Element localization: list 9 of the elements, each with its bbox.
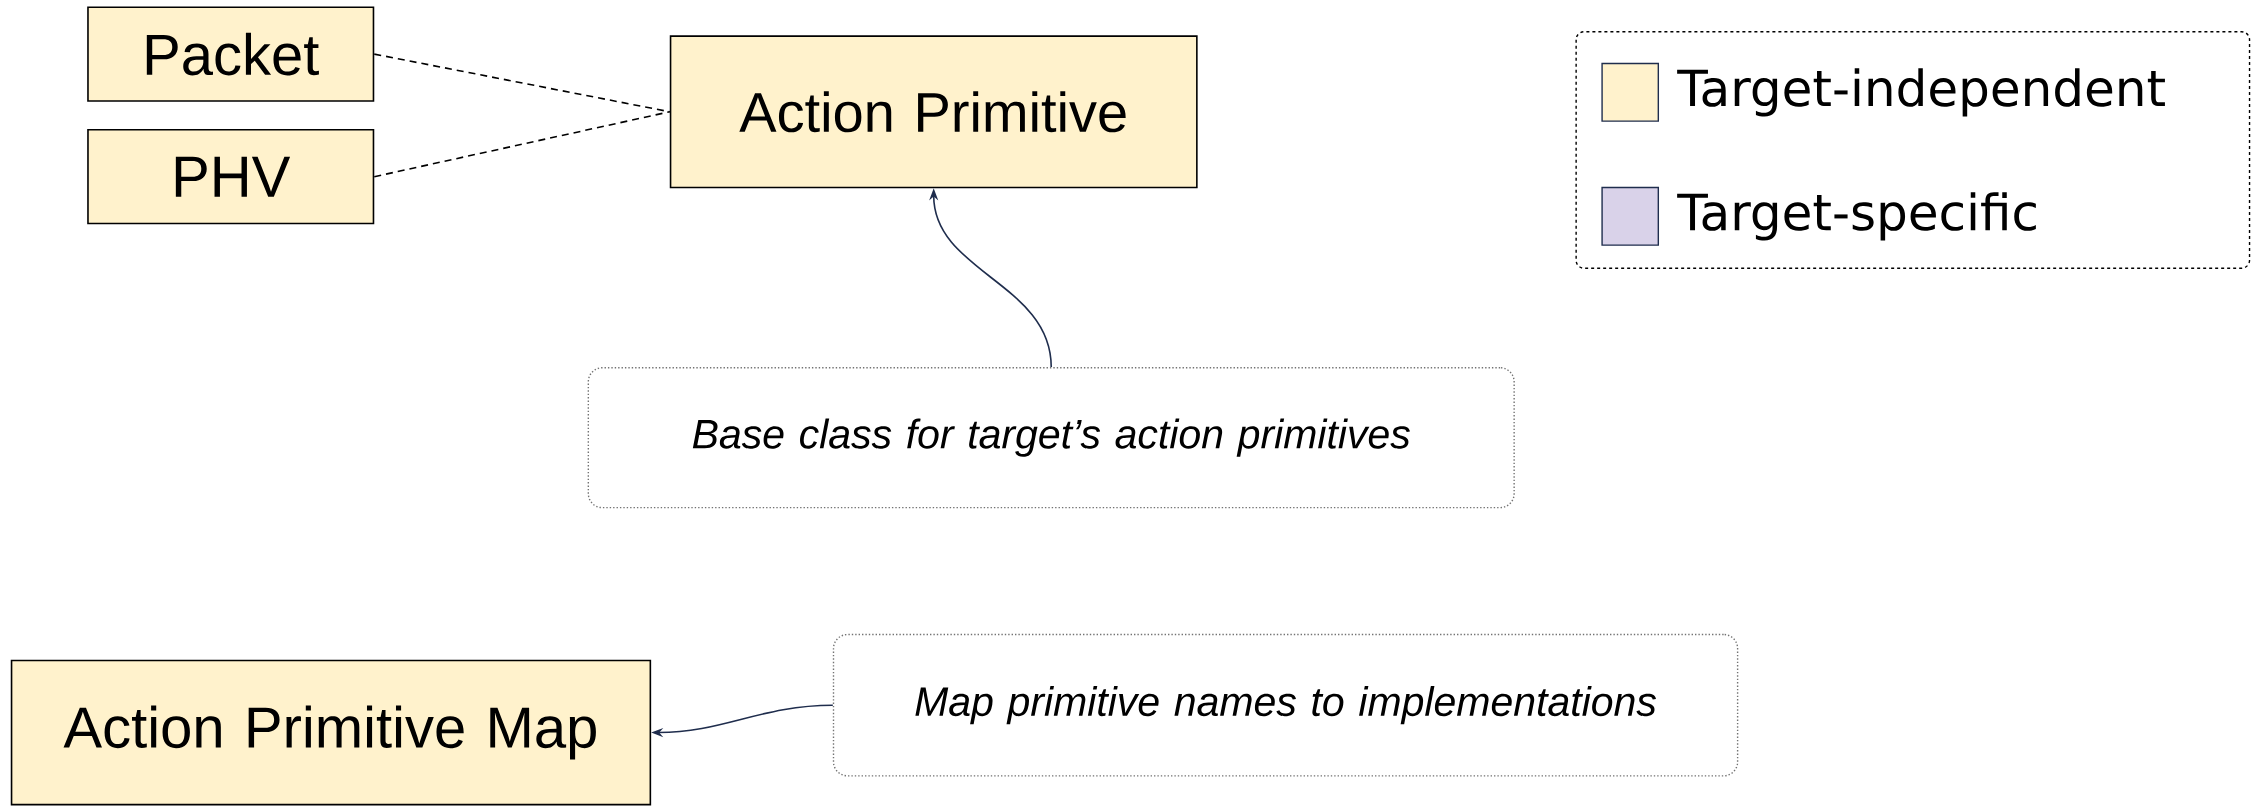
note-box: Map primitive names to implementations — [832, 633, 1739, 777]
process-box: Action Primitive Map — [10, 659, 652, 806]
process-box: Packet — [87, 6, 375, 102]
legend-label: Target-independent — [1677, 68, 2165, 117]
connector-line — [373, 111, 671, 178]
process-box: PHV — [87, 129, 375, 225]
note-box: Base class for target’s action primitives — [587, 367, 1515, 509]
process-box: Action Primitive — [669, 35, 1198, 189]
legend-label: Target-specific — [1677, 192, 2036, 241]
